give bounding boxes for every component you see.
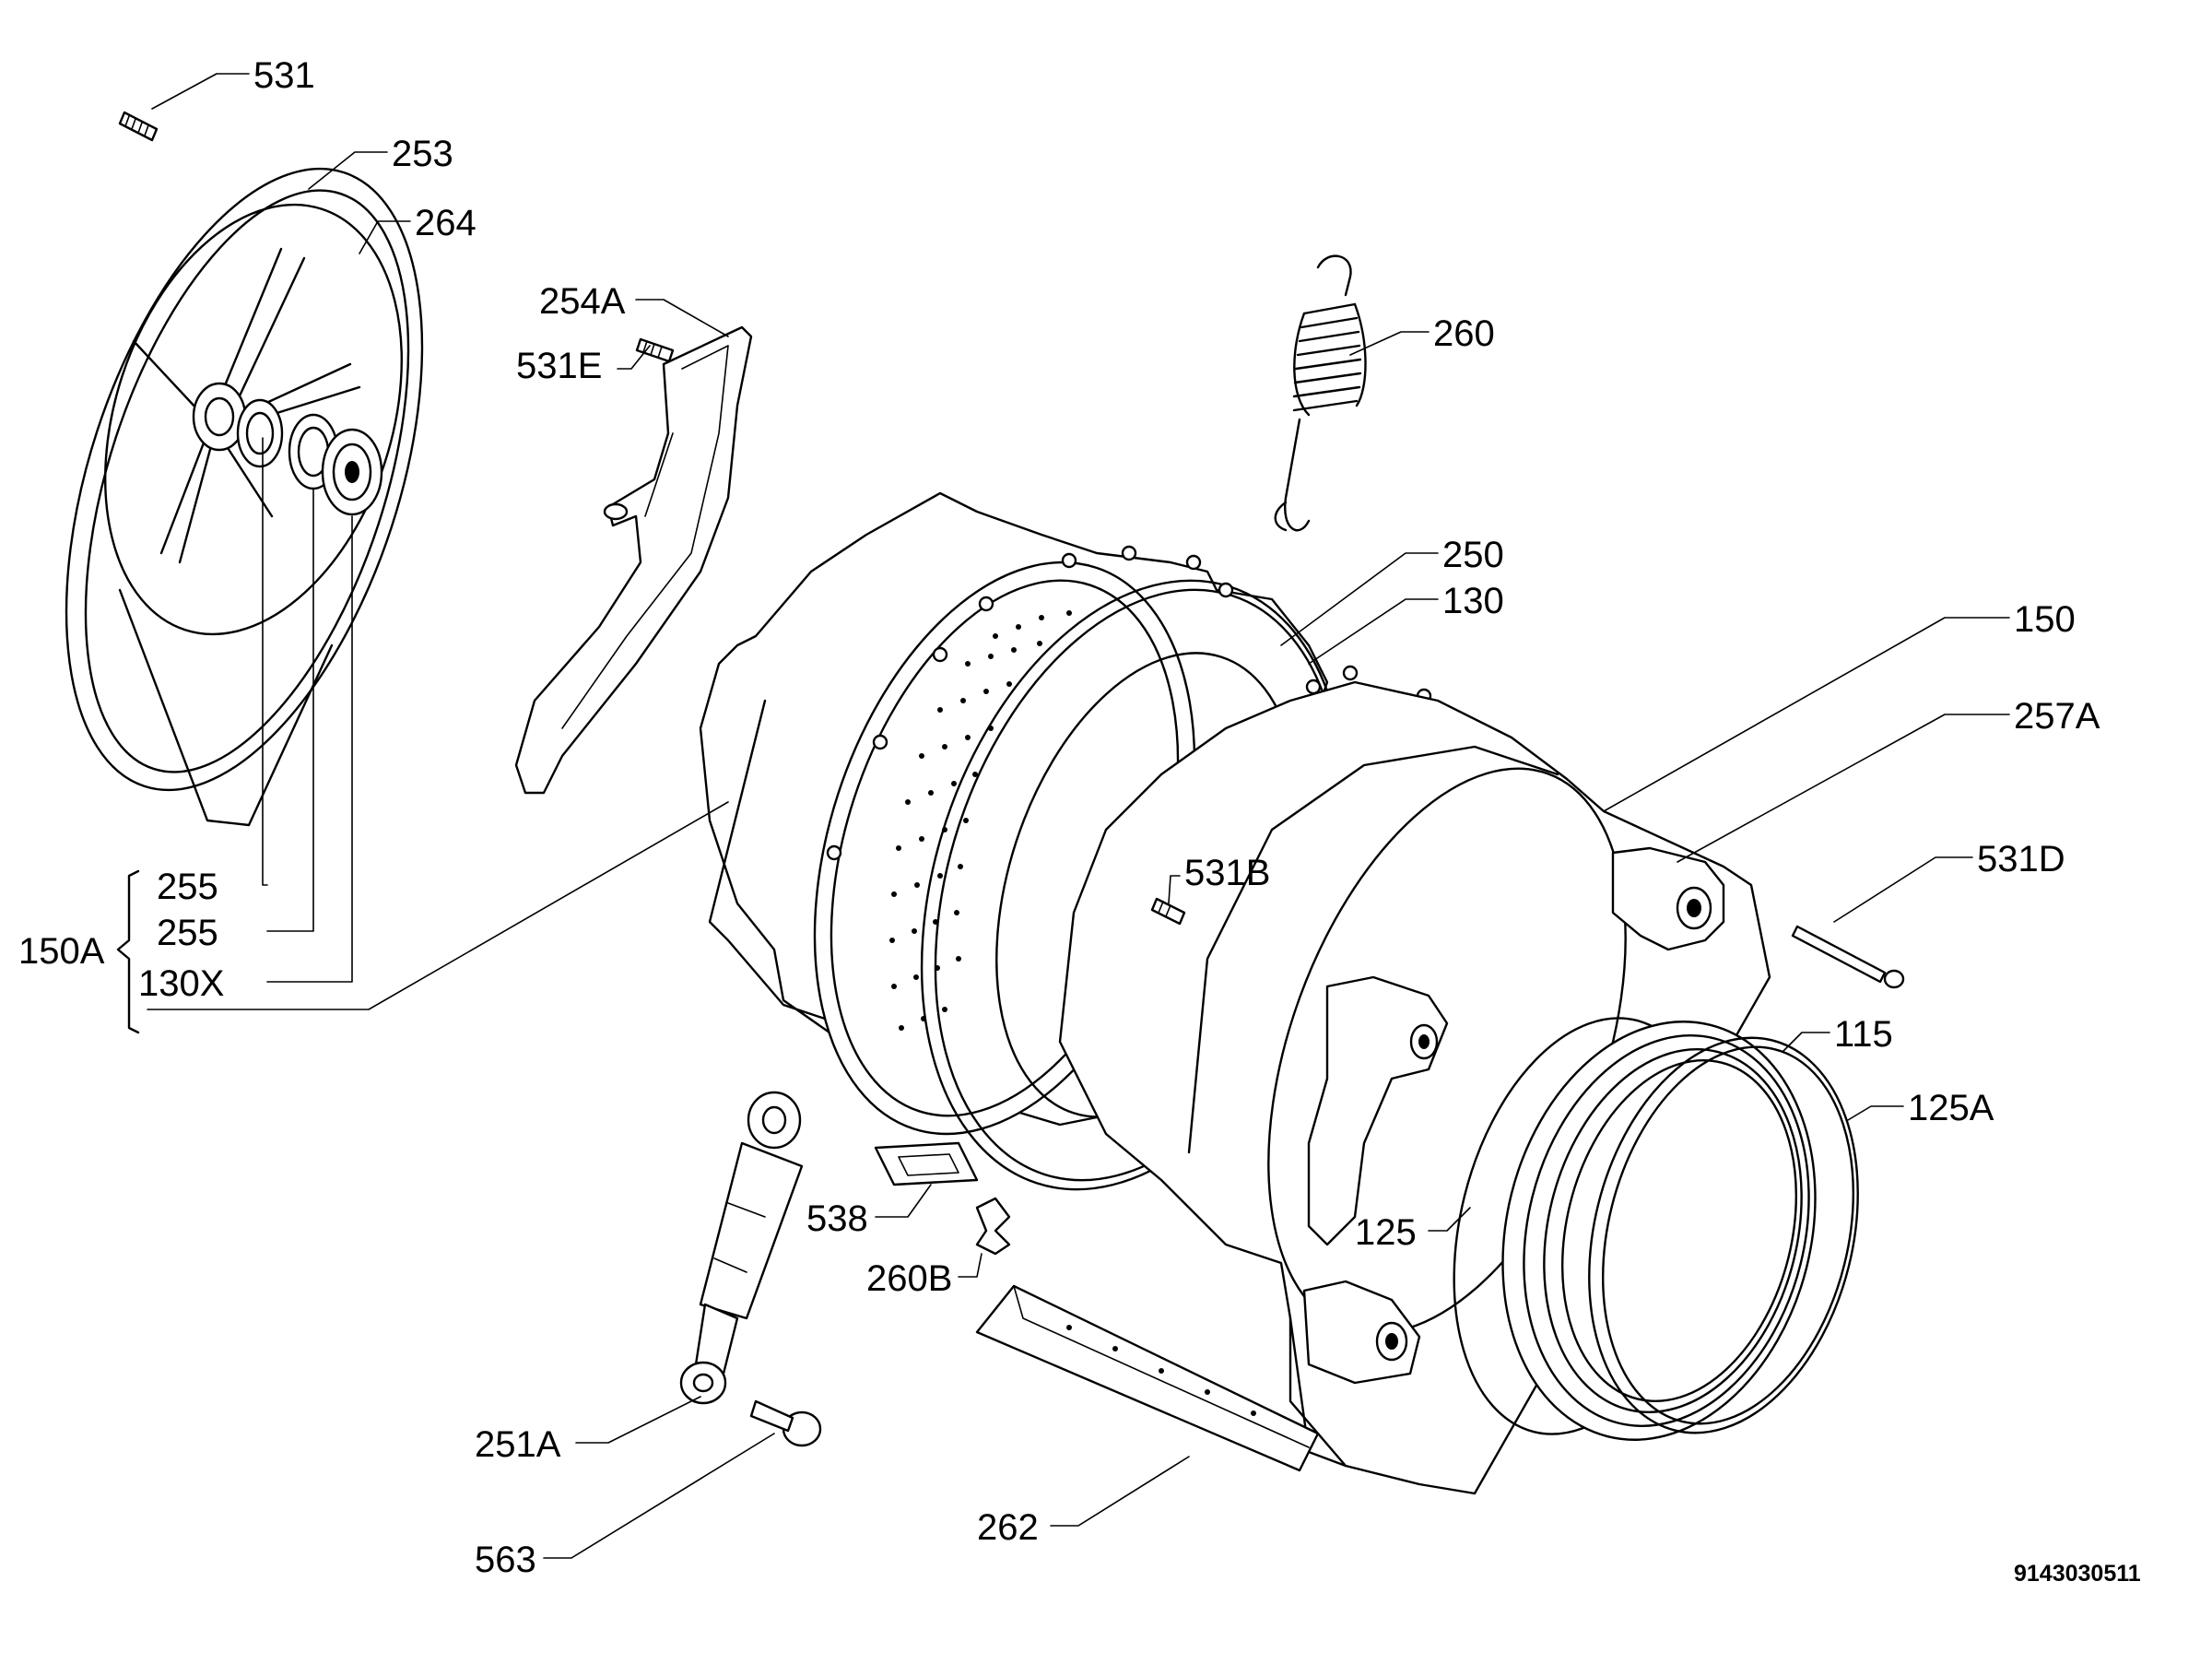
pulley-253	[65, 167, 424, 827]
seal-130x	[321, 428, 383, 516]
group-bracket-150a	[116, 869, 140, 1034]
bracket-254a	[514, 325, 753, 795]
label-260b: 260B	[866, 1258, 952, 1299]
label-531e: 531E	[516, 346, 602, 386]
label-125: 125	[1355, 1212, 1417, 1253]
document-code: 9143030511	[2014, 1561, 2141, 1587]
label-531d: 531D	[1977, 839, 2065, 879]
front-tub-150	[1058, 680, 1771, 1495]
weight-pad-538	[874, 1141, 979, 1186]
label-262: 262	[977, 1507, 1039, 1548]
leader-lines	[147, 73, 2010, 1559]
label-531: 531	[253, 55, 315, 96]
spring-260	[1274, 254, 1367, 532]
screw-531d	[1791, 925, 1905, 989]
label-531b: 531B	[1184, 853, 1270, 893]
label-264: 264	[415, 203, 477, 243]
label-251a: 251A	[475, 1424, 561, 1465]
label-538: 538	[806, 1198, 868, 1239]
label-253: 253	[392, 134, 453, 174]
screw-531b	[1150, 897, 1186, 926]
gasket-115	[1501, 1021, 1817, 1441]
label-255-second: 255	[157, 913, 218, 953]
label-257a: 257A	[2014, 696, 2100, 737]
bearing-255	[236, 398, 284, 468]
label-130x: 130X	[138, 963, 224, 1004]
bolt-563	[749, 1399, 822, 1447]
label-563: 563	[475, 1540, 536, 1580]
label-150: 150	[2014, 599, 2076, 640]
label-260: 260	[1433, 313, 1495, 354]
clamp-ring-125a	[1588, 1036, 1859, 1434]
label-125a: 125A	[1908, 1088, 1994, 1128]
screw-531	[118, 111, 159, 142]
label-130: 130	[1442, 581, 1504, 621]
label-250: 250	[1442, 535, 1504, 575]
label-150a: 150A	[18, 931, 105, 972]
label-254a: 254A	[539, 281, 626, 322]
label-115: 115	[1834, 1014, 1893, 1055]
label-255-first: 255	[157, 867, 218, 907]
clip-260b	[975, 1197, 1011, 1256]
shock-absorber-251a	[679, 1091, 804, 1405]
screw-531e	[635, 337, 675, 363]
rail-262	[975, 1284, 1320, 1472]
